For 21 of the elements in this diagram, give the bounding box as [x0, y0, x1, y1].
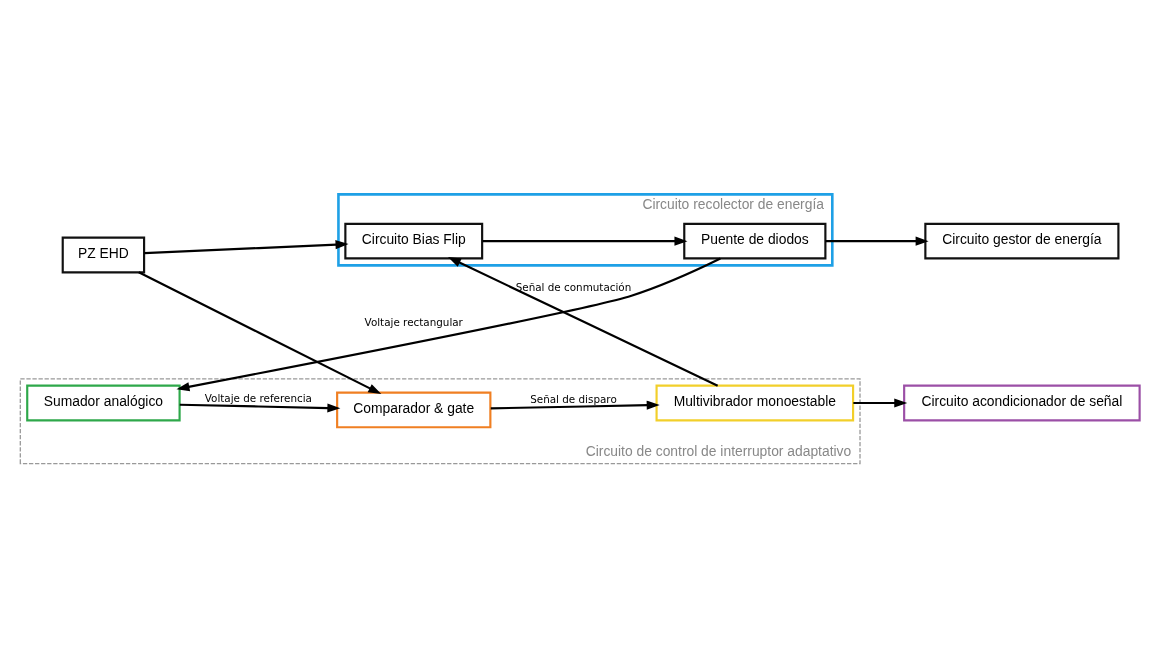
arrow: [825, 236, 929, 246]
node-box: Circuito acondicionador de señal: [903, 384, 1141, 421]
node-box: PZ EHD: [61, 236, 146, 273]
node-box: Circuito Bias Flip: [344, 222, 484, 260]
node-box: Sumador analógico: [26, 384, 181, 421]
arrow: [176, 257, 721, 391]
arrow: [179, 402, 341, 413]
node-box: Puente de diodos: [683, 222, 827, 260]
arrow: [144, 239, 349, 254]
arrow: [490, 400, 660, 410]
arrow: [853, 397, 908, 408]
arrow: [482, 236, 688, 246]
node-box: Multivibrador monoestable: [655, 384, 855, 421]
edge-label: Señal de disparo: [530, 392, 617, 405]
arrow: [138, 270, 382, 394]
node-box: Circuito gestor de energía: [924, 222, 1120, 260]
edge-label: Voltaje rectangular: [364, 315, 463, 328]
edge-label: Señal de conmutación: [515, 280, 632, 293]
arrow: [447, 256, 719, 387]
edge-label: Voltaje de referencia: [204, 391, 312, 404]
node-box: Comparador & gate: [336, 391, 492, 428]
